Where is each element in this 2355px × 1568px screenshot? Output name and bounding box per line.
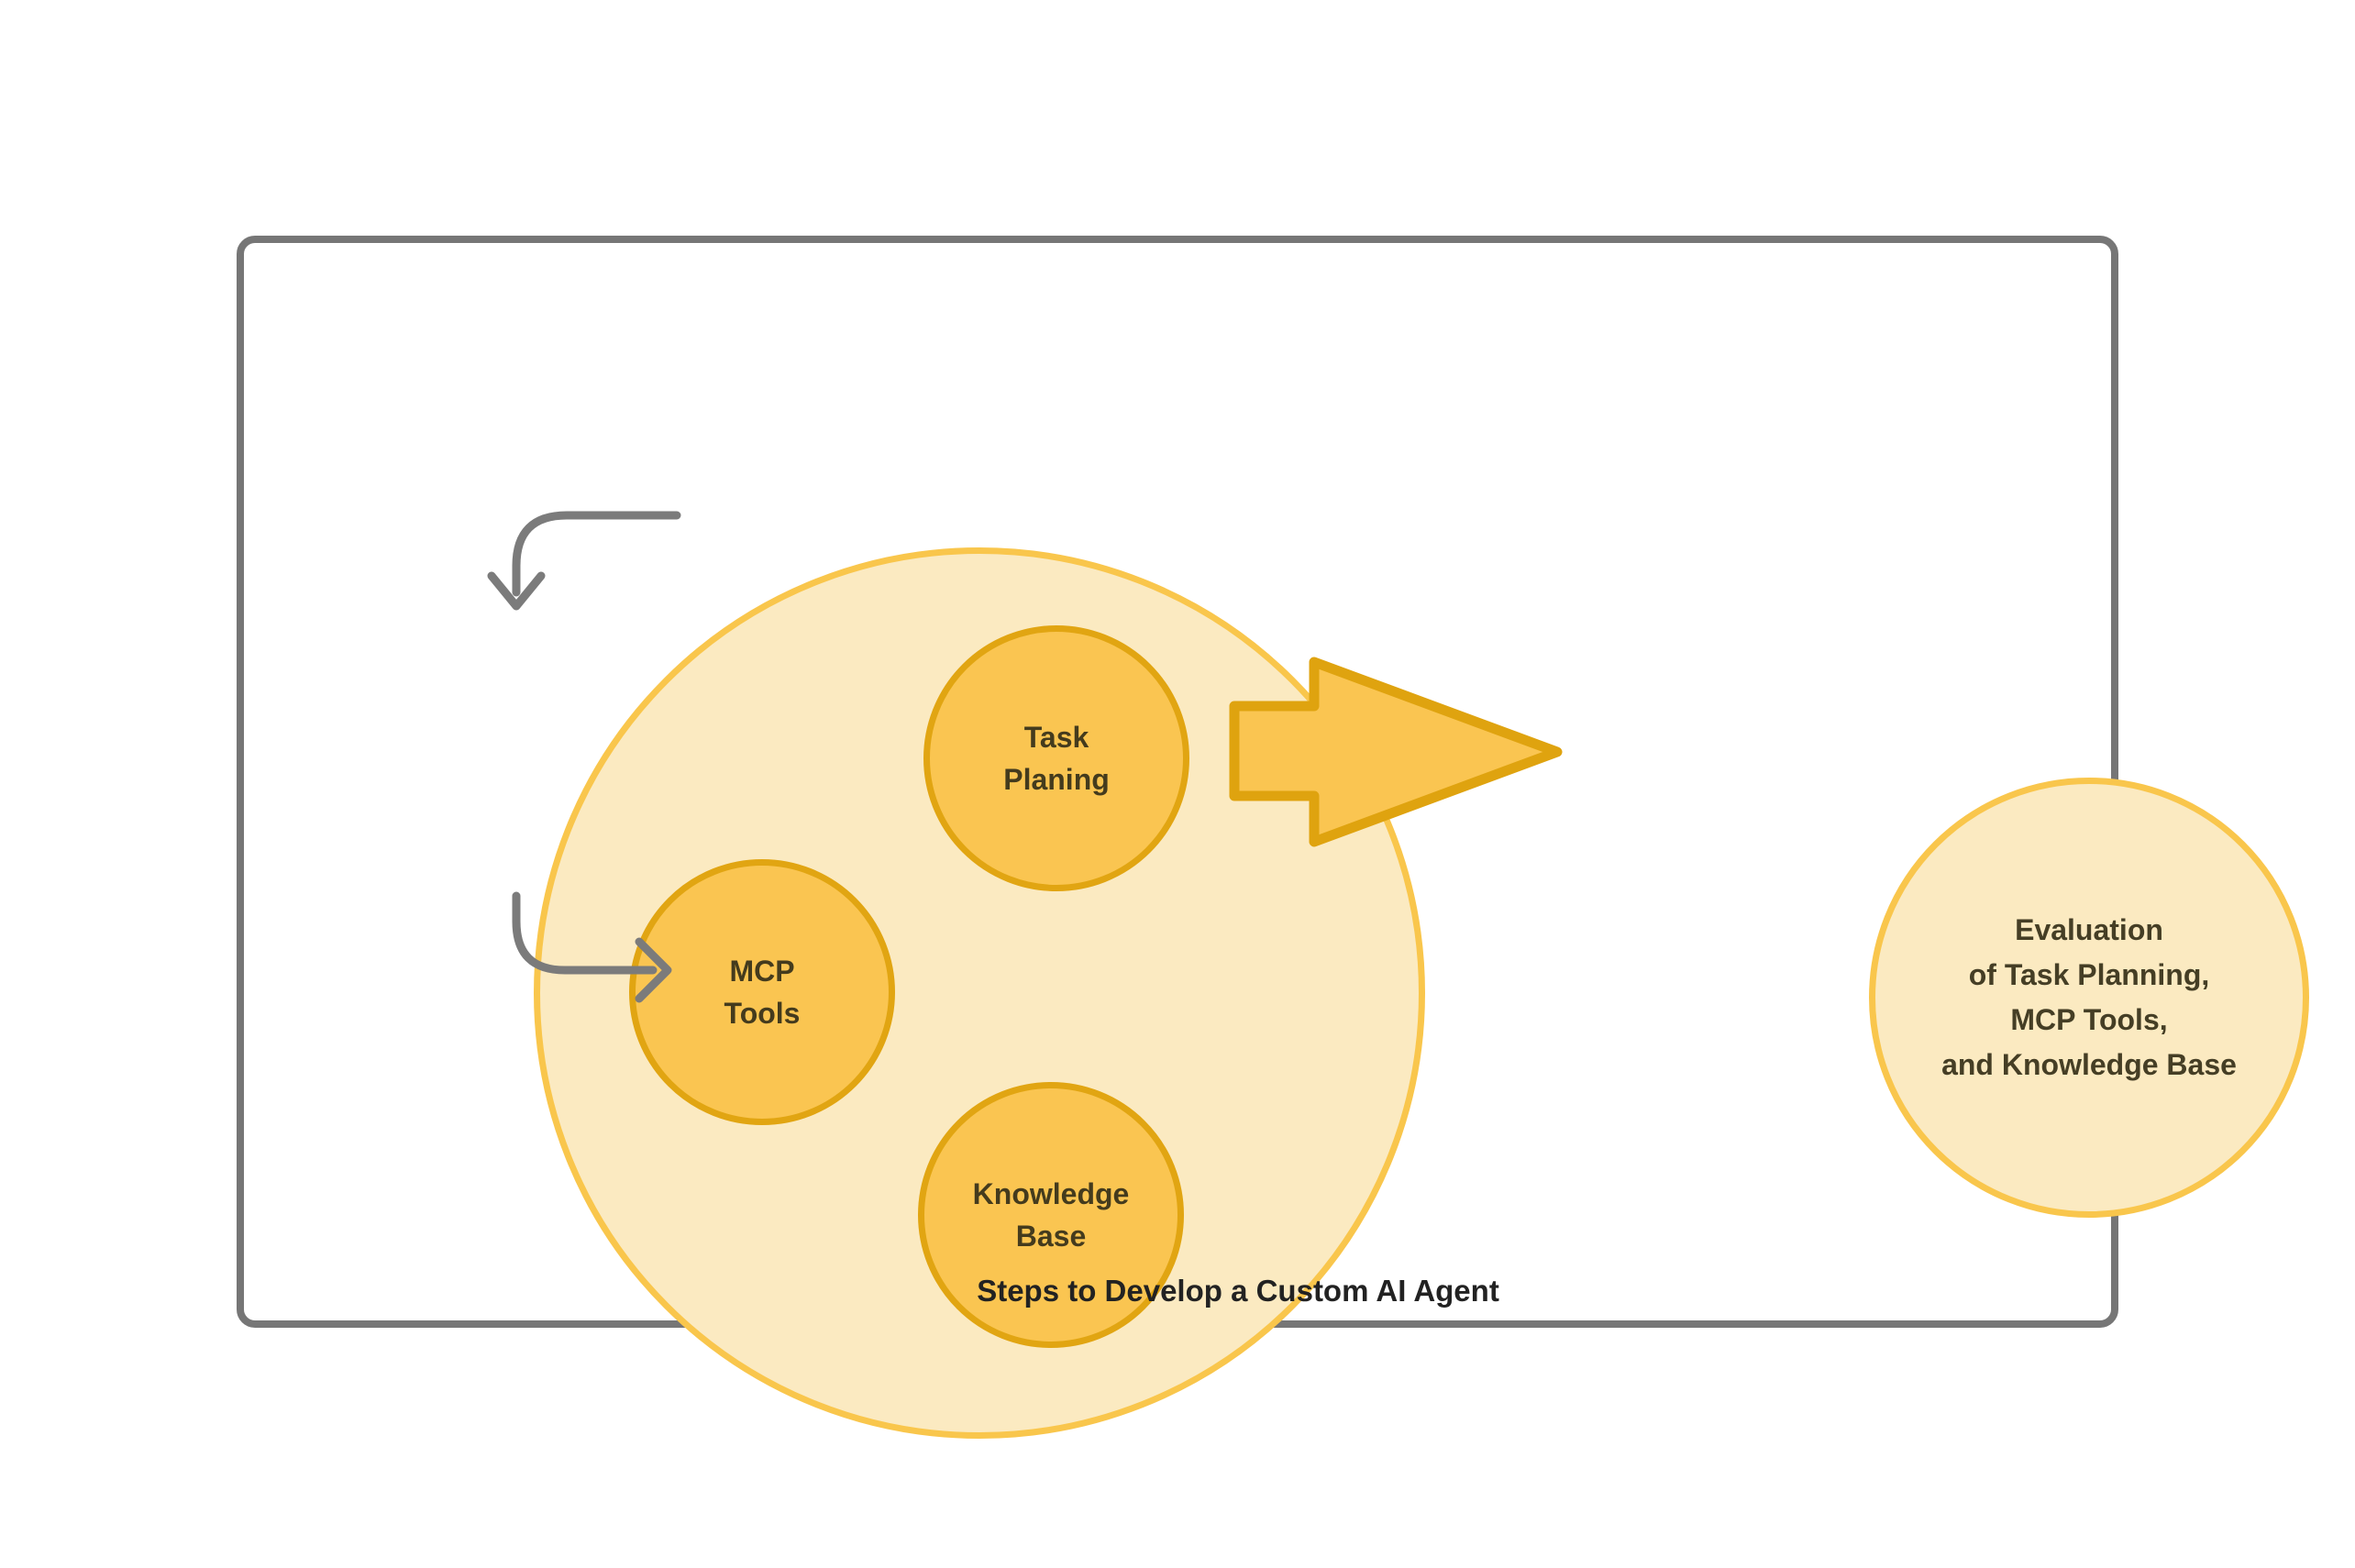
node-task-planning: Task Planing [923, 625, 1189, 891]
node-knowledge-base: Knowledge Base [918, 1082, 1184, 1348]
node-knowledge-base-label: Knowledge Base [972, 1177, 1130, 1253]
evaluation-circle-label: Evaluation of Task Planning, MCP Tools, … [1941, 913, 2237, 1081]
evaluation-circle: Evaluation of Task Planning, MCP Tools, … [1869, 778, 2309, 1218]
node-mcp-tools-label: MCP Tools [724, 955, 801, 1030]
node-mcp-tools: MCP Tools [629, 859, 895, 1125]
diagram-caption: Steps to Develop a Custom AI Agent [977, 1274, 1499, 1308]
diagram-frame: Task Planing MCP Tools Knowledge Base Ev… [237, 236, 2309, 1439]
node-task-planning-label: Task Planing [1003, 721, 1110, 796]
